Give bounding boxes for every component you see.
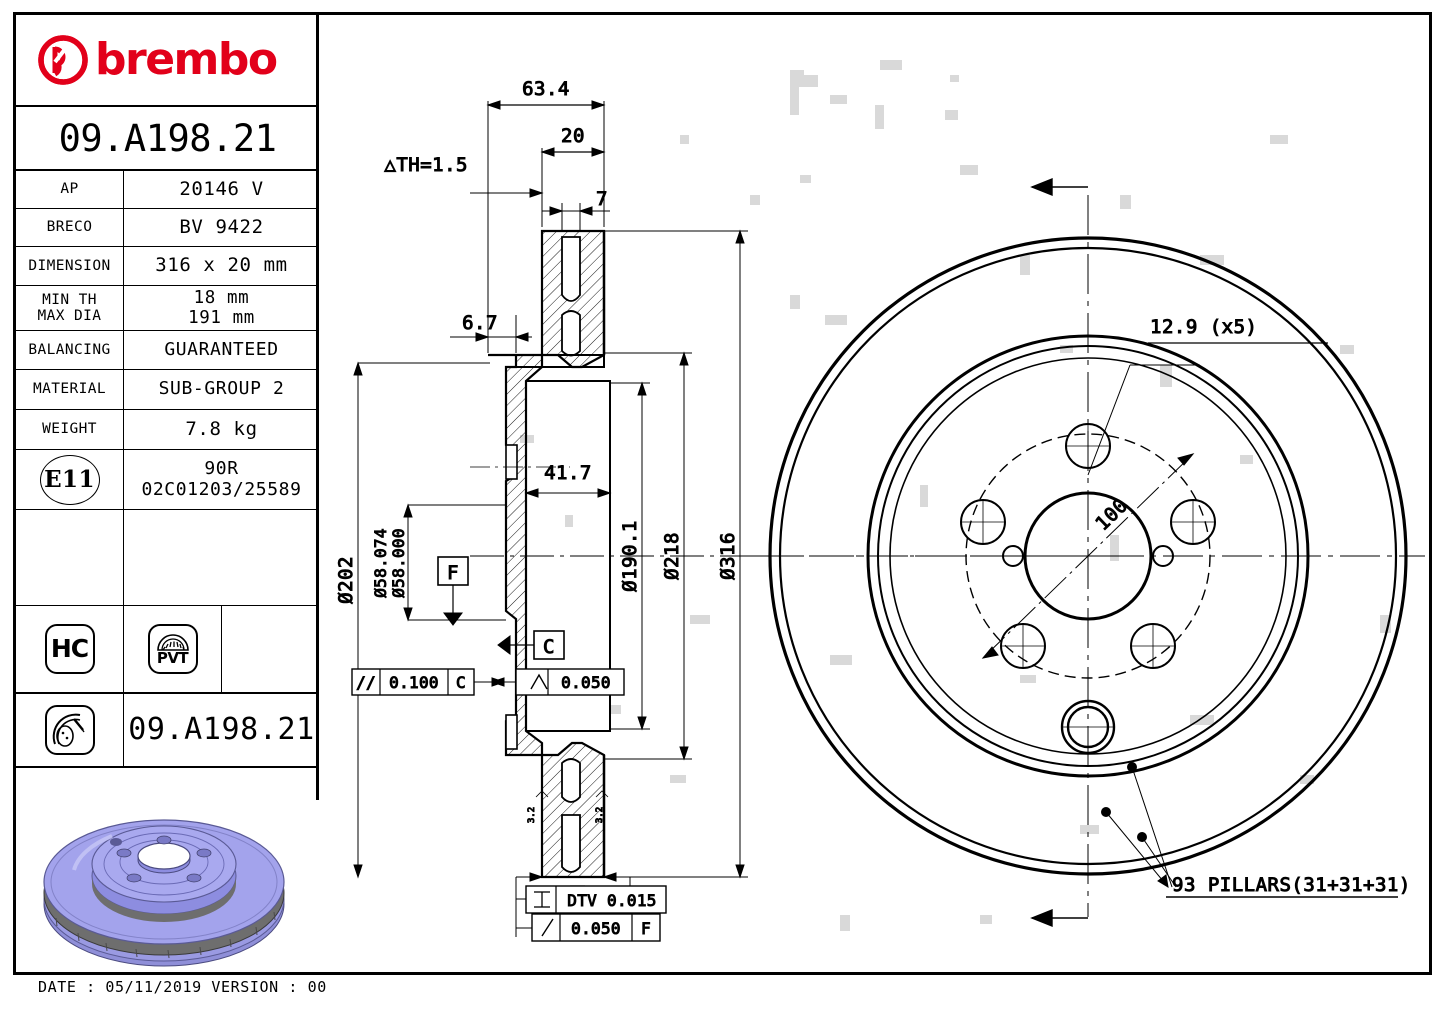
row-ap-value: 20146 V (179, 177, 264, 200)
svg-text:C: C (456, 673, 466, 692)
dim-6-7: 6.7 (462, 312, 498, 334)
note-93-pillars: 93 PILLARS(31+31+31) (1172, 874, 1411, 896)
disc-render-image (16, 800, 319, 972)
homologation-line1: 90R (204, 457, 239, 479)
dim-dia-190-1: Ø190.1 (619, 520, 641, 592)
svg-text:0.050: 0.050 (571, 919, 621, 938)
row-dimension: DIMENSION 316 x 20 mm (16, 247, 319, 286)
scan-noise (520, 70, 1073, 931)
row-breco: BRECO BV 9422 (16, 209, 319, 247)
datum-c: C (497, 630, 565, 660)
drawing-area: 63.4 20 △TH=1.5 (320, 15, 1432, 972)
part-number-value: 09.A198.21 (58, 116, 277, 160)
dim-7: 7 (596, 188, 608, 210)
note-pcd-100: 100 (1091, 494, 1132, 535)
hc-badge: HC (44, 624, 95, 674)
section-arrow-top (1030, 177, 1088, 197)
svg-text:DTV 0.015: DTV 0.015 (567, 891, 656, 910)
leader-12-9 (1087, 342, 1328, 476)
svg-text://: // (356, 673, 376, 692)
brake-disc-icon (44, 705, 95, 755)
row-ap-key: AP (16, 171, 124, 208)
row-min-th-max-dia-value: 18 mm 191 mm (188, 287, 255, 328)
face-view: 12.9 (x5) 100 (750, 177, 1425, 928)
note-12-9: 12.9 (x5) (1150, 316, 1257, 338)
leader-pillars (1101, 762, 1398, 898)
homologation-line2: 02C01203/25589 (141, 478, 302, 500)
homologation-value: 90R 02C01203/25589 (124, 450, 319, 509)
pcd-dimension (981, 453, 1195, 659)
row-material-key: MATERIAL (16, 370, 124, 409)
title-block: brembo 09.A198.21 AP 20146 V BRECO BV 94… (16, 15, 319, 972)
row-breco-key: BRECO (16, 209, 124, 246)
part-number-repeat-value: 09.A198.21 (128, 711, 315, 747)
brembo-logo: brembo (16, 15, 319, 107)
svg-text:3.2: 3.2 (595, 807, 605, 823)
svg-text:C: C (543, 636, 555, 658)
pvt-badge-cell: PVT (124, 606, 222, 692)
small-note-right: 3.2 (595, 790, 609, 824)
hat-wall-section (488, 353, 544, 757)
row-blank-key (16, 510, 124, 605)
dim-dia-218: Ø218 (661, 532, 683, 580)
section-view: 63.4 20 △TH=1.5 (335, 78, 1110, 942)
pvt-badge: PVT (147, 624, 198, 674)
frame-flatness: 0.050 (490, 668, 625, 696)
svg-text:F: F (641, 919, 651, 938)
dim-bore-upper: Ø58.074 (371, 528, 390, 598)
section-arrow-bottom (1030, 908, 1088, 928)
row-weight-key: WEIGHT (16, 410, 124, 449)
hc-badge-cell: HC (16, 606, 124, 692)
row-min-th-max-dia: MIN TH MAX DIA 18 mm 191 mm (16, 286, 319, 331)
datum-f: F (437, 556, 469, 626)
row-balancing-key: BALANCING (16, 331, 124, 369)
homologation-key: E11 (16, 450, 124, 509)
dim-63-4: 63.4 (522, 78, 570, 100)
brembo-wordmark: brembo (95, 34, 278, 85)
row-min-th-max-dia-key: MIN TH MAX DIA (16, 286, 124, 330)
row-blank-value (124, 510, 319, 605)
row-homologation: E11 90R 02C01203/25589 (16, 450, 319, 510)
row-weight: WEIGHT 7.8 kg (16, 410, 319, 450)
dim-41-7: 41.7 (544, 462, 592, 484)
frame-dtv: DTV 0.015 (525, 885, 667, 914)
row-breco-value: BV 9422 (179, 215, 264, 238)
pvt-fan-icon (156, 633, 189, 651)
dim-20: 20 (561, 125, 585, 147)
brembo-logo-icon (38, 35, 88, 85)
row-part-number-repeat: 09.A198.21 (16, 694, 319, 768)
svg-text:F: F (447, 562, 459, 584)
dim-th: △TH=1.5 (384, 154, 468, 176)
row-blank (16, 510, 319, 606)
frame-parallelism: // 0.100 C (351, 668, 506, 696)
svg-text:0.100: 0.100 (389, 673, 439, 692)
dim-dia-202: Ø202 (335, 556, 357, 604)
small-note-left: 3.2 (527, 790, 549, 824)
brake-icon-cell (16, 694, 124, 766)
part-number-header: 09.A198.21 (16, 107, 319, 171)
row-material: MATERIAL SUB-GROUP 2 (16, 370, 319, 410)
row-ap: AP 20146 V (16, 171, 319, 209)
badges-empty-cell (222, 606, 319, 692)
row-balancing-value: GUARANTEED (164, 338, 279, 360)
row-balancing: BALANCING GUARANTEED (16, 331, 319, 370)
svg-text:0.050: 0.050 (561, 673, 611, 692)
frame-runout: 0.050 F (531, 913, 661, 942)
e11-badge: E11 (39, 454, 100, 505)
drawing-frame (13, 12, 1432, 975)
svg-text:3.2: 3.2 (527, 807, 537, 823)
row-dimension-value: 316 x 20 mm (155, 254, 288, 277)
row-weight-value: 7.8 kg (185, 417, 258, 440)
dim-dia-316: Ø316 (717, 532, 739, 580)
row-badges: HC PVT (16, 606, 319, 694)
lower-friction-ring (540, 741, 606, 879)
row-material-value: SUB-GROUP 2 (158, 378, 285, 400)
row-dimension-key: DIMENSION (16, 247, 124, 285)
dim-bore-lower: Ø58.000 (389, 528, 408, 598)
footer-date-version: DATE : 05/11/2019 VERSION : 00 (38, 978, 327, 996)
